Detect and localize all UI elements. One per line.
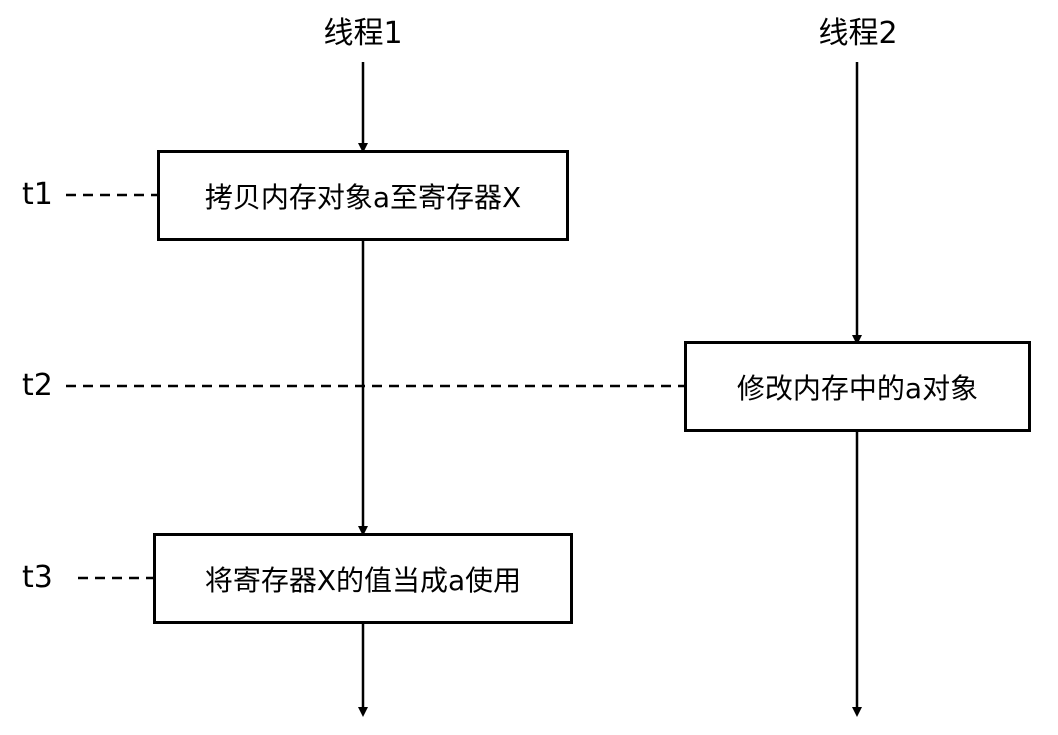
step-box-use-register-value: 将寄存器X的值当成a使用 bbox=[153, 533, 573, 624]
step-text-use-register-value: 将寄存器X的值当成a使用 bbox=[204, 563, 522, 597]
thread2-title: 线程2 bbox=[818, 16, 898, 51]
time-label-t1: t1 bbox=[22, 177, 53, 212]
step-box-copy-to-register: 拷贝内存对象a至寄存器X bbox=[157, 150, 569, 241]
step-text-modify-memory: 修改内存中的a对象 bbox=[736, 371, 979, 405]
thread1-title: 线程1 bbox=[323, 16, 403, 51]
step-box-modify-memory: 修改内存中的a对象 bbox=[684, 341, 1031, 432]
time-label-t2: t2 bbox=[22, 368, 53, 403]
step-text-copy-to-register: 拷贝内存对象a至寄存器X bbox=[204, 180, 522, 214]
time-label-t3: t3 bbox=[22, 560, 53, 595]
